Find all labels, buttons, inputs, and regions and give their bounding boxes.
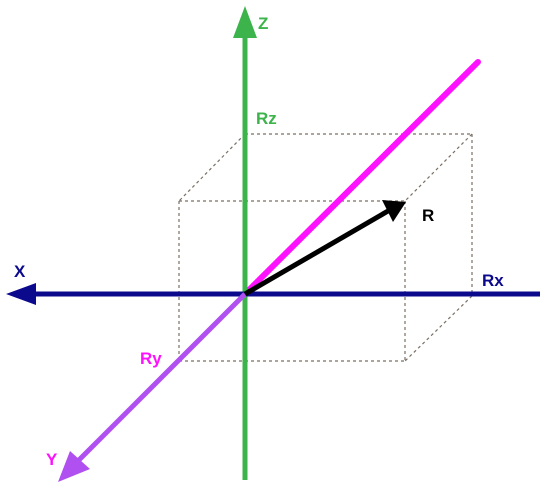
z-arrowhead <box>233 6 257 38</box>
box-edge <box>404 133 473 202</box>
x-arrowhead <box>6 283 36 305</box>
component-box <box>178 133 473 362</box>
rz-label: Rz <box>256 109 277 128</box>
rx-label: Rx <box>482 271 504 290</box>
y-axis-far-segment <box>242 59 481 297</box>
y-arrowhead <box>58 451 90 482</box>
y-axis-near-segment <box>76 292 247 463</box>
r-vector-label: R <box>422 206 434 225</box>
r-arrowhead <box>382 200 406 222</box>
x-axis-label: X <box>14 262 26 281</box>
r-vector-line <box>243 208 390 297</box>
box-edge <box>178 133 246 202</box>
y-axis-label: Y <box>46 450 58 469</box>
z-axis-label: Z <box>258 14 268 33</box>
ry-label: Ry <box>140 349 162 368</box>
box-edge <box>404 295 473 362</box>
